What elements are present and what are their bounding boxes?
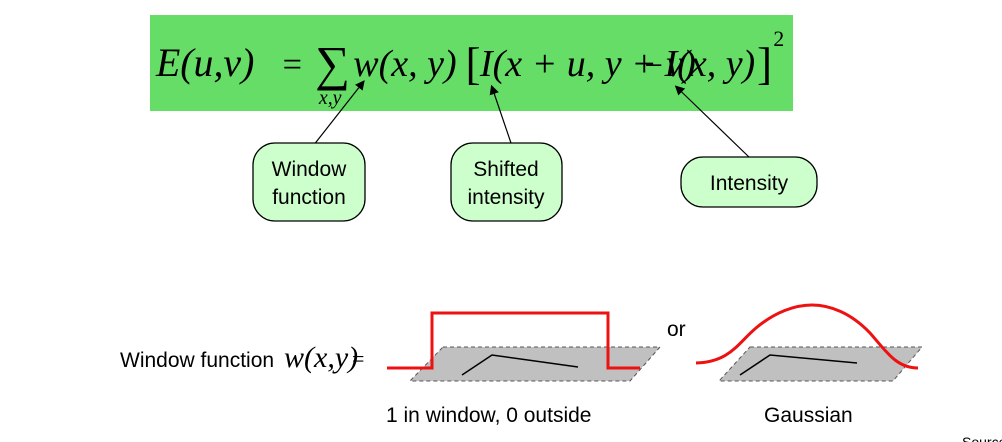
window-function-equals: = <box>352 346 364 371</box>
window-term: w(x, y) <box>353 43 456 85</box>
callout-shifted-line1: Shifted <box>473 158 538 181</box>
gaussian-window-surface-line <box>739 354 858 376</box>
callout-window-line1: Window <box>272 158 348 181</box>
source-corner-text: Source <box>962 434 1002 442</box>
gaussian-caption: Gaussian <box>764 404 853 427</box>
or-label: or <box>667 318 686 341</box>
shifted-intensity-term: I(x + u, y + v) <box>479 43 696 85</box>
equation-highlight <box>150 15 793 111</box>
equals-sign: = <box>283 46 302 84</box>
arrow-intensity <box>674 85 751 159</box>
sum-symbol: ∑ <box>315 36 350 91</box>
callout-shifted-intensity <box>450 142 563 222</box>
close-bracket: ] <box>757 39 772 89</box>
box-window-curve <box>387 311 640 370</box>
box-window-caption: 1 in window, 0 outside <box>386 404 591 427</box>
window-function-math: w(x,y) <box>284 341 358 374</box>
arrow-shifted <box>489 84 513 147</box>
callout-window-line2: function <box>272 186 346 209</box>
gaussian-window-curve <box>695 303 919 370</box>
equation-lhs: E(u,v) <box>155 41 254 85</box>
intensity-term: I(x, y) <box>664 43 756 85</box>
box-window-plane <box>408 346 662 382</box>
callout-shifted-line2: intensity <box>467 186 545 209</box>
equation-right-group: I(x, y)]2 <box>664 27 785 89</box>
callout-intensity <box>680 156 818 208</box>
sum-subscript: x,y <box>318 87 342 109</box>
callout-window-function <box>252 142 366 222</box>
arrow-window <box>312 80 365 147</box>
window-function-label: Window function <box>120 349 274 372</box>
minus-sign: − <box>645 48 663 84</box>
exponent: 2 <box>773 27 784 51</box>
open-bracket: [ <box>465 39 480 89</box>
callout-intensity-line1: Intensity <box>710 172 789 195</box>
box-window-surface-line <box>461 354 579 376</box>
